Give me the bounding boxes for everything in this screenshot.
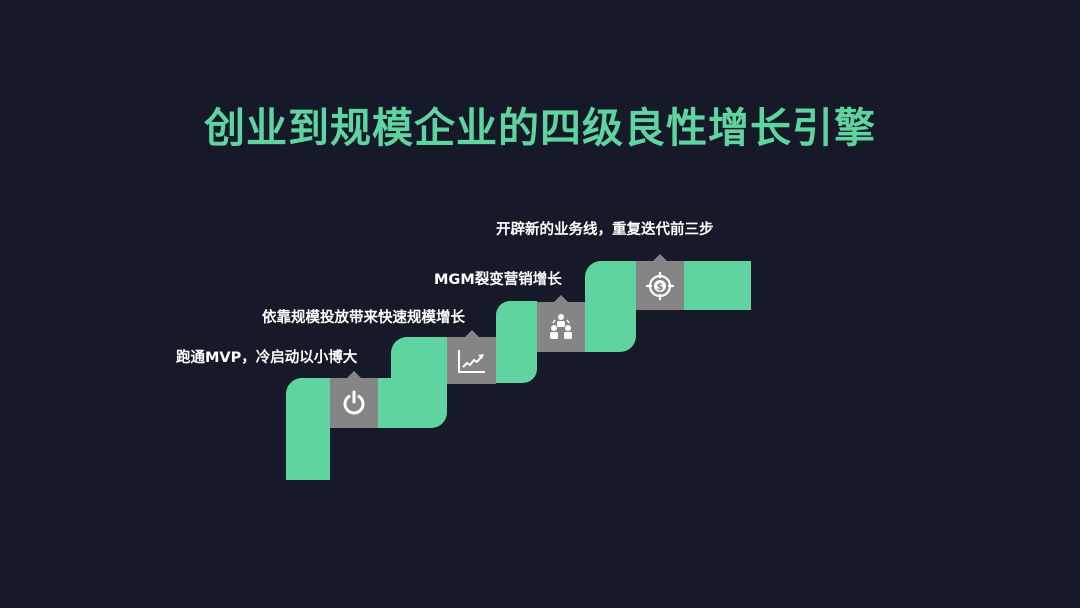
team-icon	[546, 313, 576, 341]
growth-chart-icon	[457, 348, 487, 374]
power-icon	[340, 389, 368, 417]
step-3-riser	[496, 301, 537, 383]
step-1-riser	[286, 378, 330, 480]
step-2-label: 依靠规模投放带来快速规模增长	[262, 310, 465, 326]
dollar-target-icon: $	[644, 270, 676, 302]
step-3-icon-box	[537, 295, 585, 352]
top-landing	[684, 261, 751, 310]
step-2-riser	[391, 337, 447, 428]
svg-text:$: $	[657, 282, 664, 293]
step-4-label: 开辟新的业务线，重复迭代前三步	[496, 222, 714, 238]
step-3-label: MGM裂变营销增长	[434, 272, 562, 288]
step-4-riser	[585, 261, 636, 352]
step-4-icon-box: $	[636, 254, 684, 310]
step-1-label: 跑通MVP，冷启动以小博大	[176, 350, 358, 366]
step-1-icon-box	[330, 371, 378, 428]
page-title: 创业到规模企业的四级良性增长引擎	[204, 104, 876, 152]
step-2-icon-box	[447, 330, 496, 384]
